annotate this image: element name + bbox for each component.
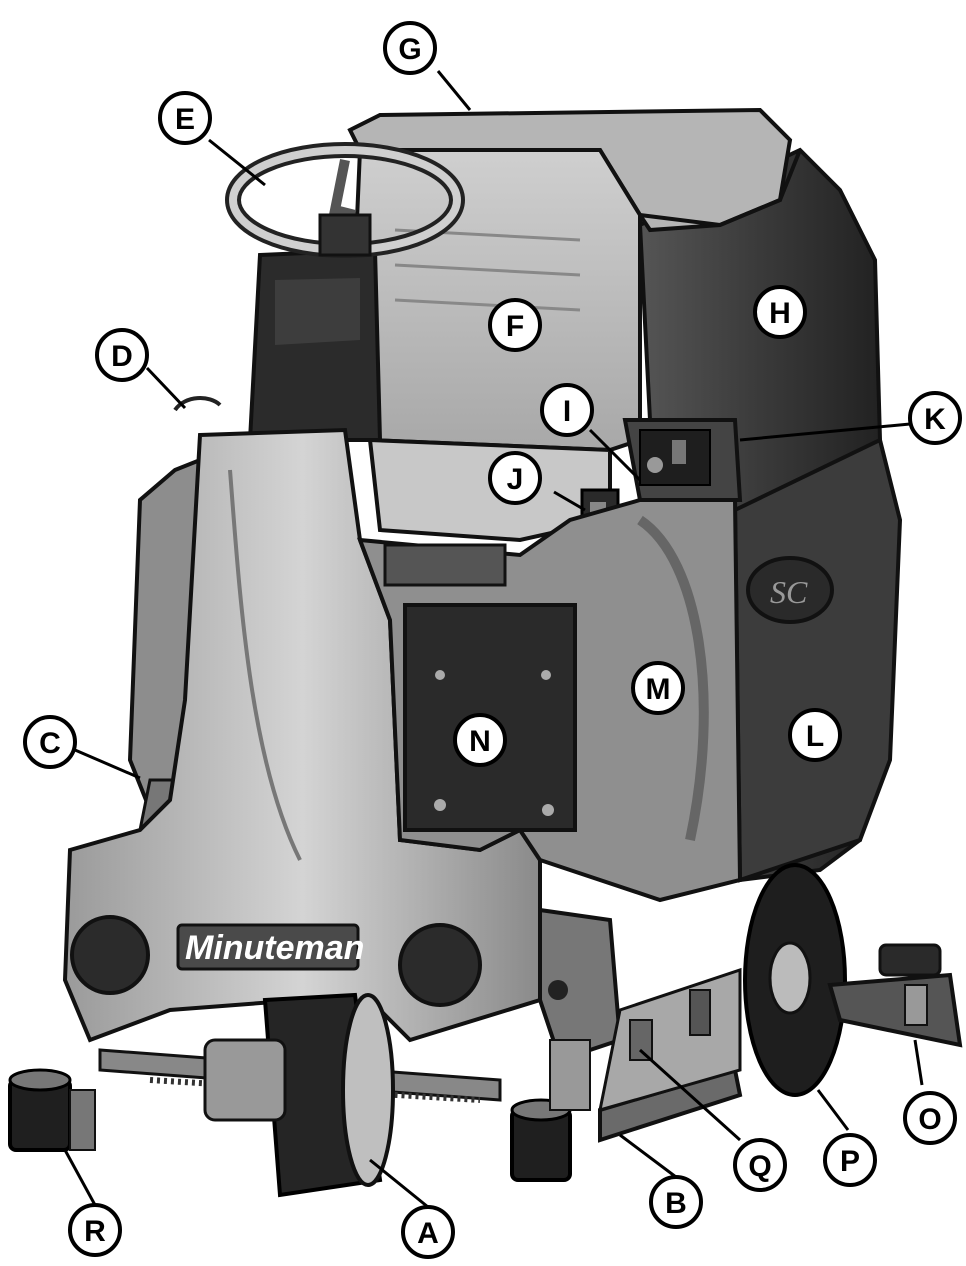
callout-letter: E — [175, 103, 195, 136]
callout-labels: A B C D E F G H I J K L M N O P Q R — [23, 21, 962, 1259]
callout-letter: P — [840, 1145, 860, 1178]
callout-p: P — [823, 1133, 877, 1187]
callout-h: H — [753, 285, 807, 339]
left-headlight — [70, 915, 150, 995]
svg-text:SC: SC — [770, 574, 808, 610]
callout-letter: H — [769, 297, 791, 330]
callout-letter: G — [398, 33, 421, 66]
callout-c: C — [23, 715, 77, 769]
callout-circle — [488, 298, 542, 352]
callout-letter: J — [507, 463, 524, 496]
callout-circle — [540, 383, 594, 437]
callout-circle — [401, 1205, 455, 1259]
callout-a: A — [401, 1205, 455, 1259]
callout-d: D — [95, 328, 149, 382]
callout-letter: Q — [748, 1150, 771, 1183]
brand-name: Minuteman — [185, 929, 364, 967]
callout-circle — [733, 1138, 787, 1192]
callout-circle — [158, 91, 212, 145]
brand-badge — [746, 556, 834, 624]
callout-letter: O — [918, 1103, 941, 1136]
callout-n: N — [453, 713, 507, 767]
callout-circle — [823, 1133, 877, 1187]
leader-lines — [63, 70, 924, 1209]
squeegee — [827, 943, 963, 1048]
callout-circle — [95, 328, 149, 382]
callout-j: J — [488, 451, 542, 505]
callout-circle — [649, 1175, 703, 1229]
front-drive-wheel — [203, 992, 395, 1198]
callout-o: O — [903, 1091, 957, 1145]
steering-wheel — [225, 142, 465, 258]
callout-circle — [908, 391, 962, 445]
callout-k: K — [908, 391, 962, 445]
callout-letter: I — [563, 395, 571, 428]
callout-circle — [383, 21, 437, 75]
callout-letter: N — [469, 725, 491, 758]
callout-g: G — [383, 21, 437, 75]
steering-column — [247, 247, 383, 442]
callout-circle — [453, 713, 507, 767]
callout-i: I — [540, 383, 594, 437]
callout-letter: K — [924, 403, 946, 436]
callout-m: M — [631, 661, 685, 715]
callout-q: Q — [733, 1138, 787, 1192]
left-bumper-roller — [8, 1068, 96, 1152]
callout-circle — [23, 715, 77, 769]
center-body — [357, 498, 743, 903]
callout-letter: B — [665, 1187, 687, 1220]
callout-circle — [753, 285, 807, 339]
callout-letter: L — [806, 720, 824, 753]
callout-letter: F — [506, 310, 524, 343]
callout-letter: A — [417, 1217, 439, 1250]
callout-l: L — [788, 708, 842, 762]
rear-wheel — [743, 863, 847, 1097]
right-headlight — [398, 923, 482, 1007]
callout-letter: C — [39, 727, 61, 760]
callout-e: E — [158, 91, 212, 145]
callout-circle — [788, 708, 842, 762]
brand-plate — [176, 923, 360, 971]
callout-r: R — [68, 1203, 122, 1257]
callout-letter: R — [84, 1215, 106, 1248]
callout-circle — [68, 1203, 122, 1257]
callout-letter: D — [111, 340, 133, 373]
callout-b: B — [649, 1175, 703, 1229]
callout-f: F — [488, 298, 542, 352]
callout-circle — [903, 1091, 957, 1145]
callout-letter: M — [646, 673, 671, 706]
callout-circle — [631, 661, 685, 715]
callout-circle — [488, 451, 542, 505]
right-bumper-roller — [510, 1039, 591, 1182]
front-shroud: Minuteman — [62, 427, 542, 1043]
recovery-tank: SC — [637, 147, 903, 883]
